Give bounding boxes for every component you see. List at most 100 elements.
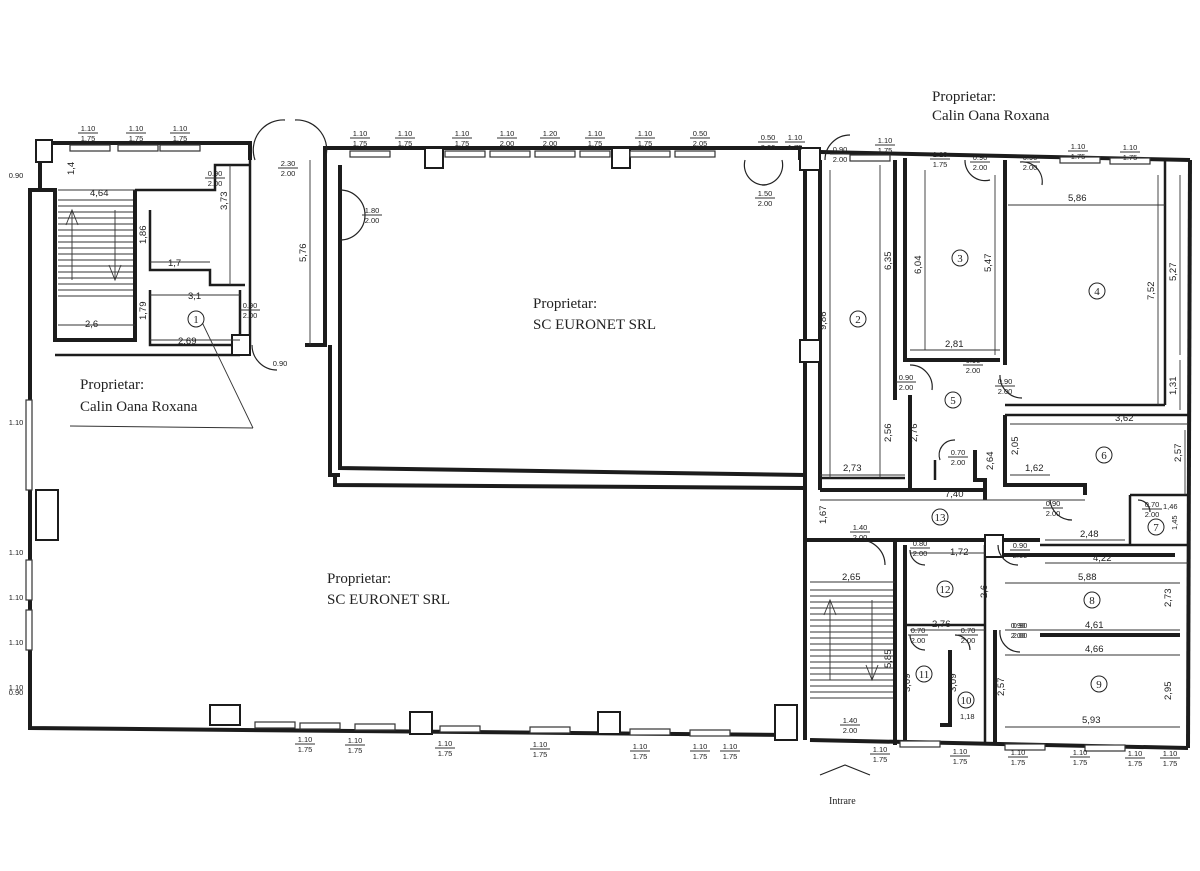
dim-label: 1,79 <box>138 302 149 321</box>
fraction-height: 2.00 <box>913 549 928 558</box>
svg-text:1: 1 <box>193 314 199 326</box>
dim-label: 2,57 <box>1173 444 1184 463</box>
fraction-height: 2.00 <box>911 636 926 645</box>
fraction-width: 1.10 <box>953 747 968 756</box>
fraction-width: 1.10 <box>500 129 515 138</box>
size-fraction-bottom-5: 1.101.75 <box>690 742 710 761</box>
fraction-width: 1.10 <box>1128 749 1143 758</box>
fraction-width: 0.90 <box>9 171 24 180</box>
fraction-width: 2.30 <box>281 159 296 168</box>
dim-label: 1,7 <box>168 258 181 269</box>
dim-label: 2,57 <box>996 678 1007 697</box>
fraction-width: 1.10 <box>878 136 893 145</box>
dim-label: 1,46 <box>1163 502 1178 511</box>
dim-label: 2,64 <box>985 452 996 471</box>
size-fraction-left-0: 0.90 <box>9 171 24 180</box>
fraction-width: 0.80 <box>913 539 928 548</box>
size-fraction-d21: 0.702.00 <box>958 626 978 645</box>
dim-label: 4,64 <box>90 188 109 199</box>
size-fraction-d23: 1.402.00 <box>840 716 860 735</box>
room-13: 13 <box>931 508 949 526</box>
size-fraction-bottom-11: 1.101.75 <box>1125 749 1145 768</box>
fraction-width: 1.10 <box>723 742 738 751</box>
dim-label: 2,05 <box>1010 437 1021 456</box>
fraction-width: 1.10 <box>588 129 603 138</box>
dim-label: 2,65 <box>842 572 861 583</box>
dim-label: 2,73 <box>843 463 862 474</box>
owner-label-upper-hall: Proprietar: SC EURONET SRL <box>533 296 656 333</box>
dim-label: 5,47 <box>983 254 994 273</box>
fraction-width: 0.50 <box>693 129 708 138</box>
size-fraction-top-13: 1.101.75 <box>875 136 895 155</box>
owner-heading: Proprietar: <box>932 89 996 105</box>
svg-text:6: 6 <box>1101 450 1107 462</box>
dim-label: 2,73 <box>1163 589 1174 608</box>
fraction-height: 1.75 <box>588 139 603 148</box>
fraction-height: 2.00 <box>899 383 914 392</box>
size-fraction-top-0: 1.101.75 <box>78 124 98 143</box>
size-fraction-left-6: 0.90 <box>9 688 24 697</box>
svg-text:4: 4 <box>1094 286 1100 298</box>
dim-label: 3,73 <box>219 192 230 211</box>
fraction-height: 1.75 <box>633 752 648 761</box>
fraction-height: 1.75 <box>873 755 888 764</box>
fraction-height: 1.75 <box>438 749 453 758</box>
dim-label: 1,72 <box>950 547 969 558</box>
size-fraction-top-10: 0.502.05 <box>690 129 710 148</box>
fraction-height: 1.75 <box>398 139 413 148</box>
fraction-height: 2.00 <box>500 139 515 148</box>
dim-label: 2,56 <box>883 424 894 443</box>
fraction-height: 2.00 <box>951 458 966 467</box>
fraction-width: 1.10 <box>455 129 470 138</box>
dim-label: 1,31 <box>1168 377 1179 396</box>
size-fraction-d5: 0.90 <box>273 359 288 368</box>
fraction-height: 2.00 <box>973 163 988 172</box>
fraction-height: 2.00 <box>758 199 773 208</box>
fraction-width: 1.10 <box>9 638 24 647</box>
fraction-width: 0.90 <box>208 169 223 178</box>
size-fraction-d10: 0.902.00 <box>896 373 916 392</box>
room-numbers: 1 2 3 4 5 6 7 8 9 10 11 12 13 <box>187 249 1165 709</box>
fraction-height: 2.00 <box>833 155 848 164</box>
window-labels: 1.101.751.101.751.101.751.101.751.101.75… <box>9 124 1180 768</box>
fraction-height: 2.00 <box>853 533 868 542</box>
stairs-right <box>810 589 893 699</box>
size-fraction-d17: 1.402.00 <box>850 523 870 542</box>
fraction-height: 2.00 <box>1013 551 1028 560</box>
fraction-width: 0.90 <box>833 145 848 154</box>
size-fraction-d2: 2.302.00 <box>278 159 298 178</box>
room-6: 6 <box>1095 446 1113 464</box>
svg-text:9: 9 <box>1096 679 1102 691</box>
outer-walls <box>28 141 1192 750</box>
size-fraction-d4: 0.902.00 <box>240 301 260 320</box>
fraction-width: 0.90 <box>1013 621 1028 630</box>
size-fraction-left-3: 1.10 <box>9 593 24 602</box>
dim-label: 3,09 <box>902 674 913 693</box>
size-fraction-top-1: 1.101.75 <box>126 124 146 143</box>
fraction-width: 1.40 <box>853 523 868 532</box>
dim-label: 7,40 <box>945 489 964 500</box>
fraction-width: 1.10 <box>933 150 948 159</box>
fraction-height: 1.75 <box>1073 758 1088 767</box>
size-fraction-top-9: 1.101.75 <box>635 129 655 148</box>
room-8: 8 <box>1083 591 1101 609</box>
size-fraction-top-2: 1.101.75 <box>170 124 190 143</box>
dim-label: 2,76 <box>932 619 951 630</box>
owner-label-left: Proprietar: Calin Oana Roxana <box>69 317 254 429</box>
dim-label: 2,48 <box>1080 529 1099 540</box>
fraction-width: 1.40 <box>843 716 858 725</box>
fraction-width: 1.10 <box>129 124 144 133</box>
fraction-height: 2.00 <box>281 169 296 178</box>
fraction-height: 1.75 <box>1128 759 1143 768</box>
fraction-height: 1.75 <box>953 757 968 766</box>
owner-name: SC EURONET SRL <box>327 592 450 608</box>
fraction-height: 1.75 <box>348 746 363 755</box>
size-fraction-bottom-10: 1.101.75 <box>1070 748 1090 767</box>
size-fraction-bottom-9: 1.101.75 <box>1008 748 1028 767</box>
dim-label: 3,1 <box>188 291 201 302</box>
room-5: 5 <box>944 391 962 409</box>
size-fraction-d6: 1.502.00 <box>755 189 775 208</box>
window-marks <box>25 144 1151 752</box>
dim-label: 6,04 <box>913 256 924 275</box>
